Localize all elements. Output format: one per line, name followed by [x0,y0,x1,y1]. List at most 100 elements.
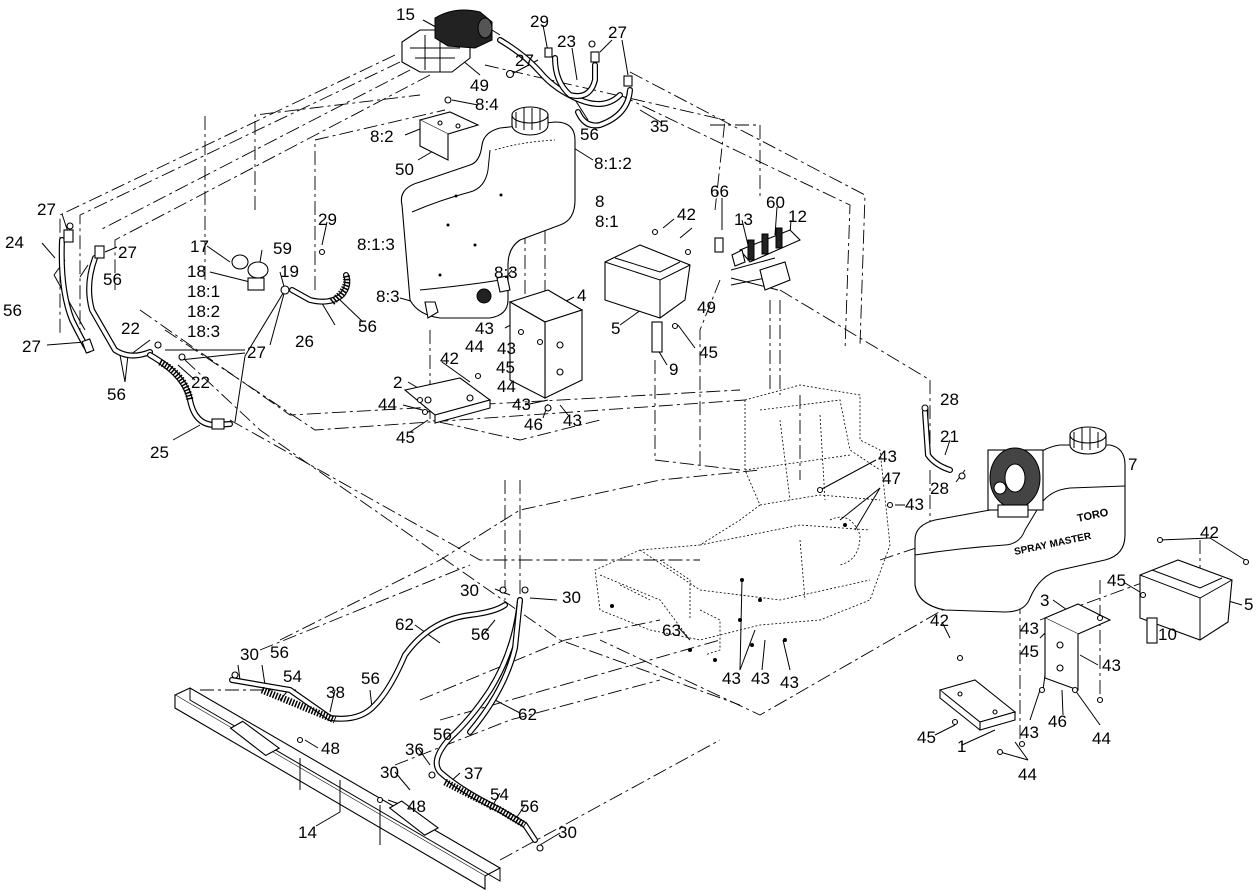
callout-44: 44 [497,377,516,396]
callout-8-2: 8:2 [370,127,394,146]
callout-62: 62 [395,615,414,634]
callout-56: 56 [107,385,126,404]
callout-21: 21 [940,427,959,446]
callout-8-1-3: 8:1:3 [357,235,395,254]
callout-44: 44 [1018,765,1037,784]
callout-56: 56 [433,725,452,744]
boom-14 [173,687,502,890]
callout-18-2: 18:2 [187,302,220,321]
callout-15: 15 [396,5,415,24]
callout-27: 27 [247,343,266,362]
callout-43: 43 [751,669,770,688]
callout-14: 14 [298,823,317,842]
callout-43: 43 [722,669,741,688]
leader-lines [41,19,1246,846]
callout-42: 42 [677,205,696,224]
hoses-28-21 [921,404,966,480]
callout-24: 24 [5,233,24,252]
callout-27: 27 [608,23,627,42]
callout-62: 62 [518,705,537,724]
callout-30: 30 [380,763,399,782]
callout-42: 42 [1200,523,1219,542]
callout-42: 42 [440,349,459,368]
callout-56: 56 [471,625,490,644]
callout-8-3: 8:3 [494,263,518,282]
callout-56: 56 [3,301,22,320]
callout-56: 56 [361,669,380,688]
callout-8-1: 8:1 [595,212,619,231]
callout-1: 1 [957,737,966,756]
callout-27: 27 [515,51,534,70]
valve-assembly [714,227,801,291]
callout-38: 38 [326,683,345,702]
callout-25: 25 [150,443,169,462]
callout-17: 17 [190,237,209,256]
callout-43: 43 [1020,619,1039,638]
callout-46: 46 [1048,712,1067,731]
callout-8: 8 [595,192,604,211]
callout-13: 13 [734,210,753,229]
bracket-50 [418,111,480,161]
tank-7: SPRAY MASTER TORO [914,426,1126,613]
callout-22: 22 [121,319,140,338]
callout-18: 18 [187,262,206,281]
callout-44: 44 [378,395,397,414]
callout-2: 2 [393,373,402,392]
callout-18-3: 18:3 [187,322,220,341]
callout-8-3: 8:3 [376,287,400,306]
callout-19: 19 [280,262,299,281]
callout-56: 56 [358,317,377,336]
callout-42: 42 [930,611,949,630]
bracket-4 [508,289,584,412]
callout-56: 56 [103,270,122,289]
callout-27: 27 [37,200,56,219]
callout-48: 48 [321,739,340,758]
callout-63: 63 [662,621,681,640]
fasteners [416,228,1250,756]
callout-44: 44 [1092,729,1111,748]
hose-25 [147,341,233,430]
callout-29: 29 [530,12,549,31]
bracket-1 [938,679,1017,731]
callout-66: 66 [710,182,729,201]
callout-47: 47 [882,469,901,488]
callout-29: 29 [318,210,337,229]
callout-45: 45 [396,428,415,447]
callout-35: 35 [650,117,669,136]
callout-12: 12 [788,207,807,226]
fittings-17-19 [231,248,326,295]
tank-8 [400,106,576,319]
callout-43: 43 [563,411,582,430]
callout-9: 9 [669,360,678,379]
callout-43: 43 [905,495,924,514]
callout-48: 48 [407,797,426,816]
callout-27: 27 [22,337,41,356]
callout-8-1-2: 8:1:2 [594,154,632,173]
callout-30: 30 [240,645,259,664]
callout-7: 7 [1128,455,1137,474]
callout-30: 30 [562,588,581,607]
top-hoses [444,37,633,129]
callout-22: 22 [191,373,210,392]
callout-45: 45 [1107,571,1126,590]
callout-3: 3 [1040,591,1049,610]
hose-26 [289,272,351,305]
bracket-5-upper [604,244,691,353]
callout-54: 54 [283,667,302,686]
boom-hoses [229,586,544,852]
callout-45: 45 [699,343,718,362]
callout-30: 30 [460,581,479,600]
callout-56: 56 [580,125,599,144]
callout-27: 27 [118,243,137,262]
callout-18-1: 18:1 [187,282,220,301]
callout-26: 26 [295,332,314,351]
callout-43: 43 [1102,656,1121,675]
callout-23: 23 [557,32,576,51]
callout-43: 43 [475,319,494,338]
left-hoses [58,222,153,359]
callout-4: 4 [577,286,586,305]
callout-59: 59 [273,239,292,258]
callout-5: 5 [611,319,620,338]
callout-43: 43 [512,395,531,414]
